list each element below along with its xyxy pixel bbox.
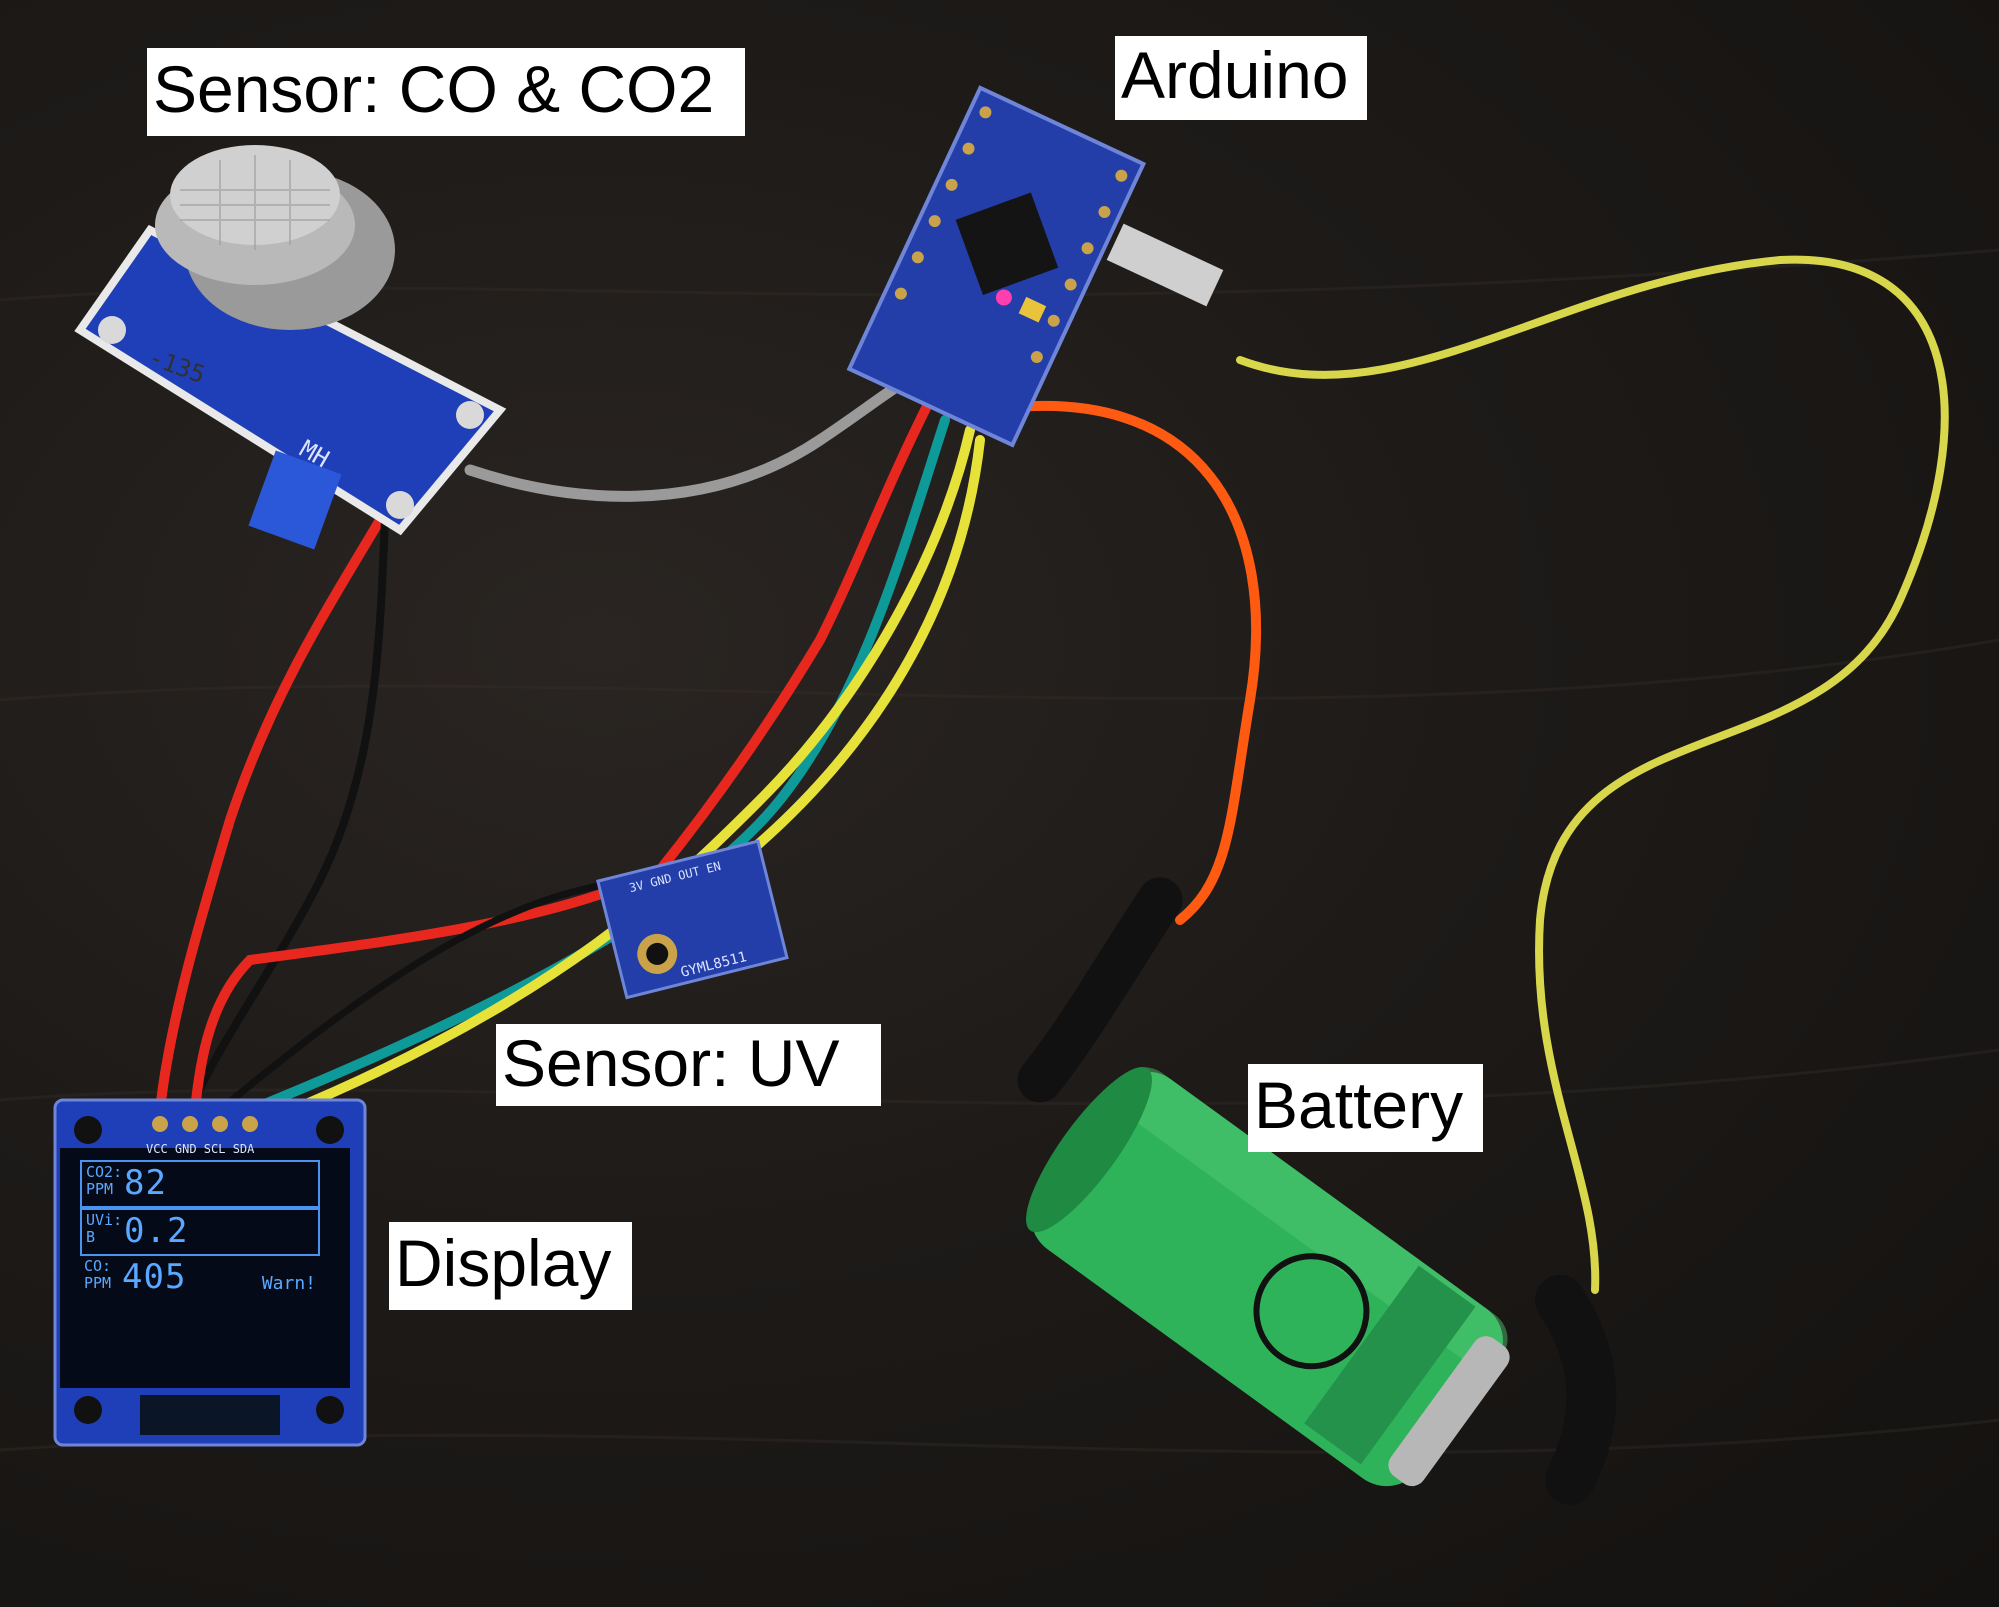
arduino-board xyxy=(846,85,1147,448)
battery-cell xyxy=(1026,1067,1510,1487)
yellow-wire-2 xyxy=(275,425,975,1120)
display-pin-labels: VCC GND SCL SDA xyxy=(146,1142,255,1156)
uv-sensor-board xyxy=(596,839,789,1000)
grey-wire xyxy=(464,364,936,502)
display-board xyxy=(53,1098,367,1447)
oled-warning-text: Warn! xyxy=(261,1273,316,1294)
yellow-wire-1 xyxy=(735,435,985,865)
black-wire-1 xyxy=(186,516,389,1114)
battery-label: Battery xyxy=(1248,1064,1483,1152)
oled-co-tag: CO: PPM xyxy=(84,1257,112,1292)
oled-co-value: 405 xyxy=(122,1257,187,1297)
co-sensor-board xyxy=(74,145,507,550)
tape-top xyxy=(1017,877,1183,1103)
oled-row-co: CO: PPM 405 Warn! xyxy=(80,1256,320,1300)
oled-uv-tag: UVi: B xyxy=(86,1211,123,1246)
oled-row-uv: UVi: B 0.2 xyxy=(80,1208,320,1256)
co-sensor-label: Sensor: CO & CO2 xyxy=(147,48,745,136)
oled-co2-tag: CO2: PPM xyxy=(86,1163,123,1198)
teal-wire xyxy=(245,415,950,1115)
oled-uv-value: 0.2 xyxy=(124,1211,189,1251)
tape-bottom xyxy=(1535,1275,1617,1505)
oled-co2-value: 82 xyxy=(124,1163,167,1203)
red-wire-1 xyxy=(155,515,385,1115)
uv-sensor-label: Sensor: UV xyxy=(496,1024,881,1106)
display-label: Display xyxy=(389,1222,632,1310)
orange-wire xyxy=(985,400,1262,925)
yellow-long-wire xyxy=(1236,255,1949,1294)
oled-row-co2: CO2: PPM 82 xyxy=(80,1160,320,1208)
black-wire-2 xyxy=(216,876,644,1114)
arduino-connector xyxy=(1106,223,1224,307)
arduino-label: Arduino xyxy=(1115,36,1367,120)
oled-screen: CO2: PPM 82 UVi: B 0.2 CO: PPM 405 Warn! xyxy=(76,1160,324,1304)
